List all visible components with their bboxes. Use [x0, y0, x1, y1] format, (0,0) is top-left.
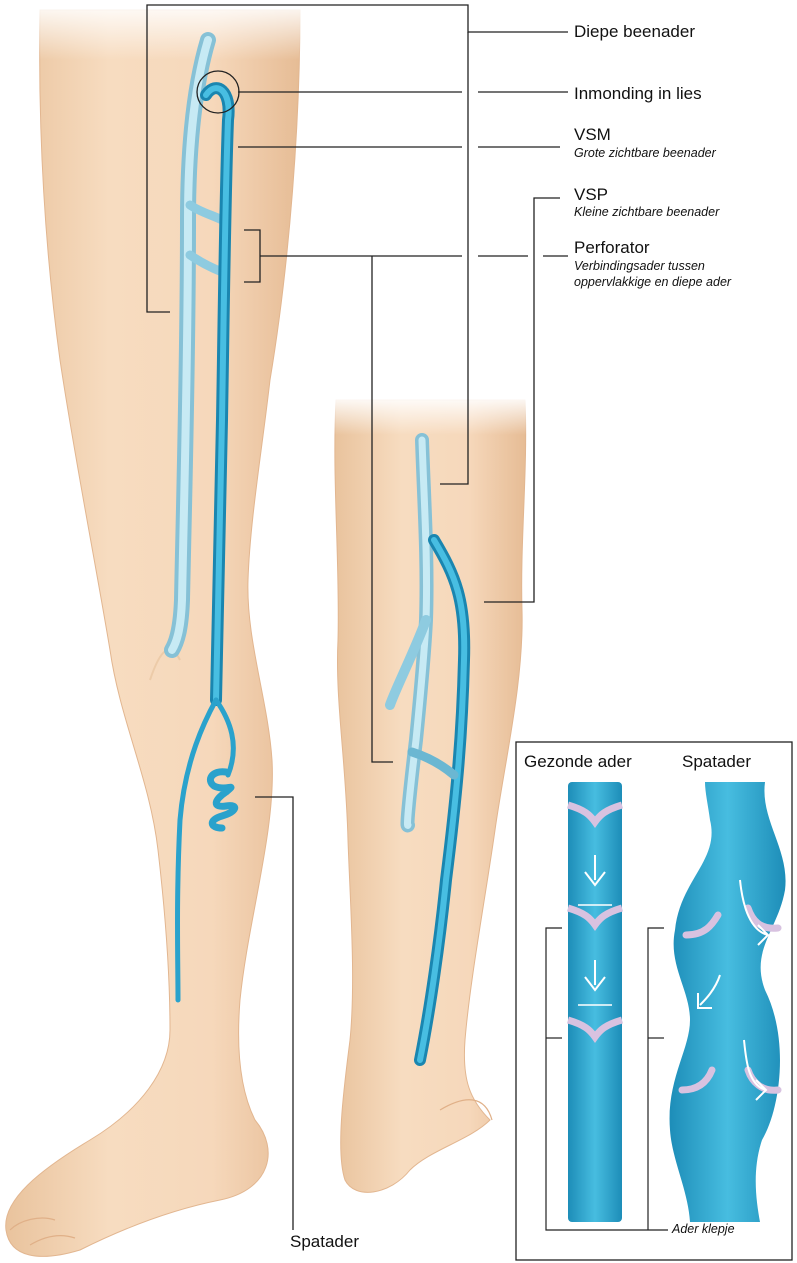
left-leg	[6, 0, 305, 1256]
inset-label-varicose: Spatader	[682, 752, 751, 772]
label-perforator-sub-1: Verbindingsader tussen	[574, 259, 705, 274]
label-inmonding: Inmonding in lies	[574, 84, 702, 103]
label-vsp: VSP	[574, 185, 608, 204]
inset-label-healthy: Gezonde ader	[524, 752, 632, 772]
label-vsm-sub: Grote zichtbare beenader	[574, 146, 716, 161]
valve-inset	[516, 742, 792, 1260]
label-vsm: VSM	[574, 125, 611, 144]
label-perforator-sub-2: oppervlakkige en diepe ader	[574, 275, 731, 290]
inset-label-valve: Ader klepje	[672, 1222, 735, 1236]
label-vsp-sub: Kleine zichtbare beenader	[574, 205, 719, 220]
label-diepe-beenader: Diepe beenader	[574, 22, 695, 41]
label-perforator: Perforator	[574, 238, 650, 257]
healthy-vein-drawing	[568, 782, 622, 1222]
label-spatader: Spatader	[290, 1232, 359, 1251]
